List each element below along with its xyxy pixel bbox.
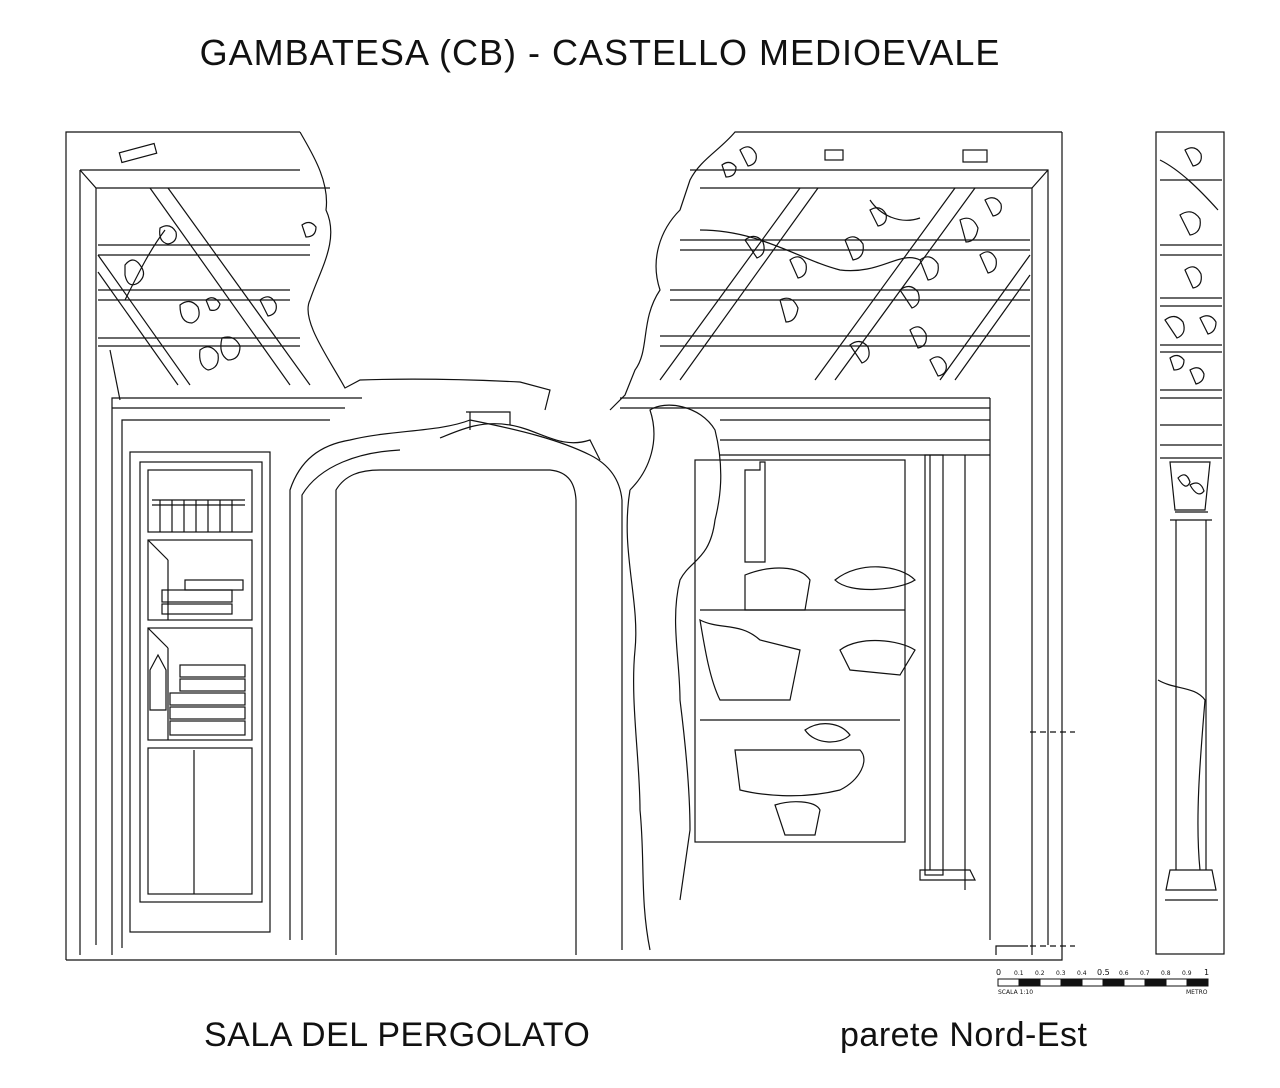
scale-ticks: 0 0.1 0.2 0.3 0.4 0.5 0.6 0.7 0.8 0.9 1 …: [996, 968, 1209, 996]
wall-caption: parete Nord-Est: [840, 1016, 1088, 1054]
scale-tick-7: 0.7: [1140, 970, 1150, 977]
scale-tick-5: 0.5: [1097, 968, 1110, 977]
wall-outline: [65, 131, 1063, 961]
scale-tick-6: 0.6: [1119, 970, 1129, 977]
scale-tick-8: 0.8: [1161, 970, 1171, 977]
pergola-left: [79, 142, 330, 955]
scale-tick-4: 0.4: [1077, 970, 1087, 977]
cornice: [111, 397, 991, 955]
doorway: [289, 411, 623, 955]
pergola-right: [659, 146, 1049, 955]
scale-tick-1: 0.1: [1014, 970, 1024, 977]
drawing-title: GAMBATESA (CB) - CASTELLO MEDIOEVALE: [199, 32, 1001, 73]
room-caption: SALA DEL PERGOLATO: [204, 1016, 591, 1054]
scale-tick-2: 0.2: [1035, 970, 1045, 977]
scale-tick-3: 0.3: [1056, 970, 1066, 977]
scale-bar: [997, 978, 1209, 987]
side-elevation: [1155, 131, 1225, 955]
scale-unit-label: METRO: [1186, 989, 1208, 996]
bookcase: [129, 451, 271, 933]
window-landscape: [694, 454, 976, 890]
scale-tick-0: 0: [996, 968, 1001, 977]
scale-ratio-label: SCALA 1:10: [998, 989, 1033, 996]
scale-tick-10: 1: [1204, 968, 1209, 977]
reference-marks: [995, 731, 1075, 955]
damage-areas: [626, 404, 722, 951]
scale-tick-9: 0.9: [1182, 970, 1192, 977]
